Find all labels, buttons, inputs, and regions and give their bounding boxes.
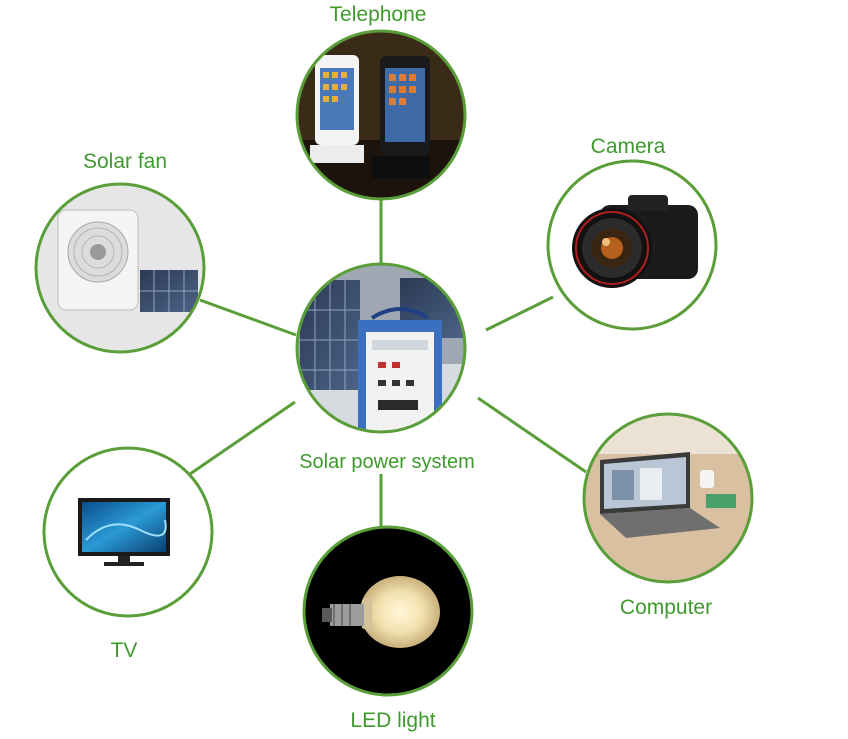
smartphone-black-image <box>372 56 430 178</box>
node-computer <box>584 414 754 584</box>
label-telephone: Telephone <box>330 4 427 25</box>
label-tv: TV <box>111 640 138 661</box>
connector-solar-fan <box>200 300 296 335</box>
connector-tv <box>190 402 295 474</box>
node-tv <box>44 448 214 618</box>
fan-solar-panel-image <box>140 270 198 312</box>
node-led-light <box>304 527 474 697</box>
label-computer: Computer <box>620 597 712 618</box>
connector-computer <box>478 398 586 472</box>
smartphone-white-image <box>310 55 364 163</box>
connector-camera <box>486 297 553 330</box>
center-node-solar-power-system <box>297 264 470 434</box>
label-center-solar-power-system: Solar power system <box>299 452 475 472</box>
label-camera: Camera <box>591 136 666 157</box>
fan-image <box>58 210 138 310</box>
node-solar-fan <box>36 184 206 354</box>
label-solar-fan: Solar fan <box>83 151 167 172</box>
node-telephone <box>297 31 467 201</box>
power-box-image <box>358 309 442 432</box>
node-camera <box>548 161 718 331</box>
label-led-light: LED light <box>350 710 435 731</box>
tv-image <box>78 498 170 566</box>
